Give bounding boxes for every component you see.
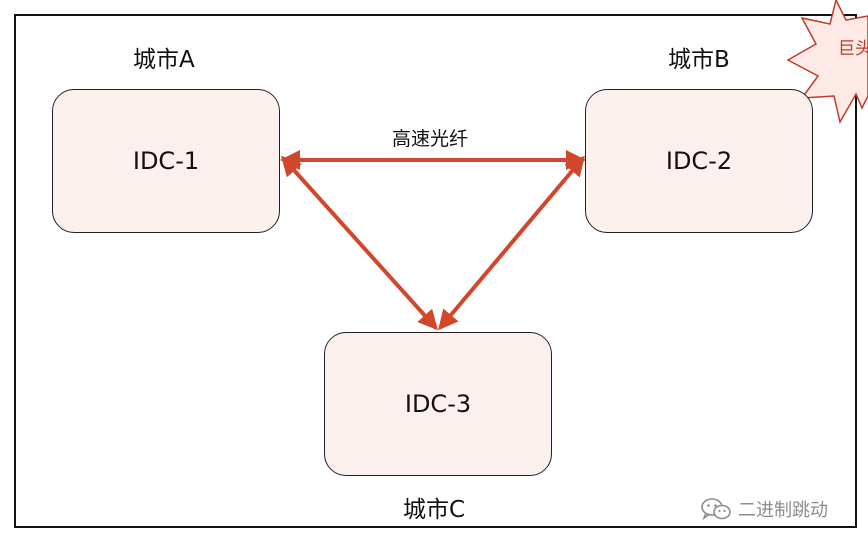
city-c-label: 城市C [403,497,466,523]
callout-burst-shape [786,0,868,125]
idc-1-label: IDC-1 [132,147,200,175]
city-a-label: 城市A [133,47,195,73]
callout-burst-text: 巨头 [838,39,868,59]
city-b-label: 城市B [668,47,730,73]
idc-3-label: IDC-3 [404,390,472,418]
watermark: 二进制跳动 [700,496,828,522]
idc-2-label: IDC-2 [665,147,733,175]
idc-1-box: IDC-1 [52,89,280,233]
idc-2-box: IDC-2 [585,89,813,233]
idc-3-box: IDC-3 [324,332,552,476]
fiber-link-label: 高速光纤 [392,128,469,150]
watermark-text: 二进制跳动 [738,500,828,521]
link-idc1-idc3 [280,155,439,331]
link-idc2-idc3 [438,155,585,331]
wechat-icon [701,498,731,521]
outer-frame [14,14,857,528]
